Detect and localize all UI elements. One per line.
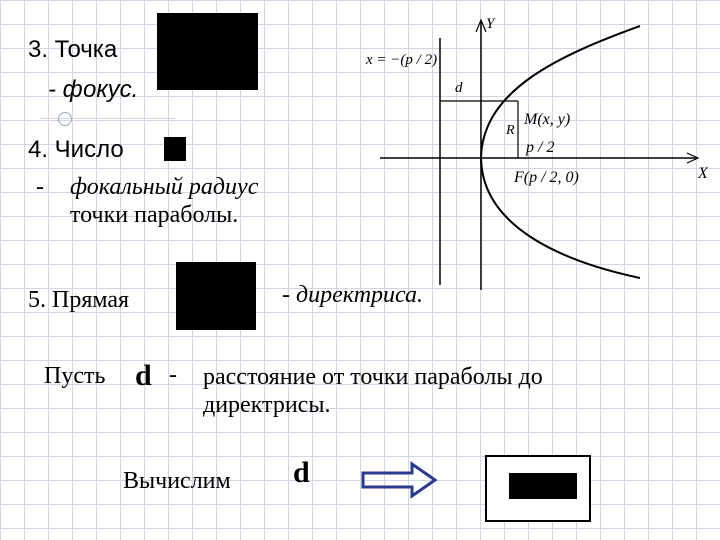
let-dash: - xyxy=(169,362,177,388)
r-label: R xyxy=(505,123,515,138)
let-desc-line2: директрисы. xyxy=(203,392,331,418)
let-word: Пусть xyxy=(44,363,106,389)
item5-label: 5. Прямая xyxy=(28,287,130,313)
item4-desc-line1: фокальный радиус xyxy=(70,174,259,200)
item4-dash: - xyxy=(36,174,44,200)
item5-formula-placeholder xyxy=(176,262,256,330)
underline-divider xyxy=(40,118,175,119)
item3-formula-placeholder xyxy=(157,13,258,90)
y-axis-arrow xyxy=(475,18,487,33)
parabola-diagram: x = −(p / 2) Y X d M(x, y) R p / 2 F(p /… xyxy=(365,16,709,290)
implies-arrow xyxy=(361,461,438,499)
x-axis-label: X xyxy=(697,165,709,182)
item4-formula-placeholder xyxy=(164,137,186,161)
point-m-label: M(x, y) xyxy=(523,111,570,128)
let-desc-line1: расстояние от точки параболы до xyxy=(203,364,543,390)
compute-word: Вычислим xyxy=(123,468,231,494)
x-axis-arrow xyxy=(686,152,700,164)
focus-label: F(p / 2, 0) xyxy=(513,169,579,186)
parabola-curve xyxy=(479,25,641,279)
item4-label: 4. Число xyxy=(28,136,124,163)
item3-desc: - фокус. xyxy=(48,76,139,103)
directrix-label: x = −(p / 2) xyxy=(365,52,437,68)
compute-symbol: d xyxy=(293,456,310,489)
y-axis-label: Y xyxy=(486,16,496,32)
item3-label: 3. Точка xyxy=(28,36,118,63)
item4-desc-line2: точки параболы. xyxy=(70,202,239,228)
item5-desc: - директриса. xyxy=(282,282,424,308)
ring-marker xyxy=(58,112,72,126)
let-symbol: d xyxy=(135,359,152,392)
d-label: d xyxy=(455,80,463,96)
half-p-label: p / 2 xyxy=(525,139,554,156)
result-formula-placeholder xyxy=(509,473,577,499)
